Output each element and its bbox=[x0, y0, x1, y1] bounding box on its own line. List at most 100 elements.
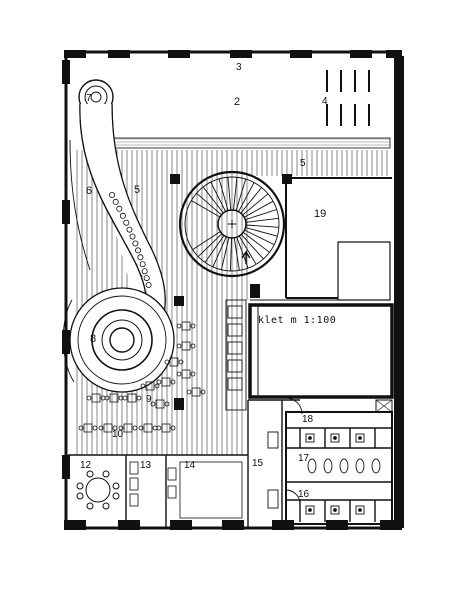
table bbox=[91, 393, 101, 403]
seat bbox=[119, 212, 126, 219]
seat bbox=[123, 219, 130, 226]
table bbox=[155, 399, 165, 409]
label-14: 14 bbox=[184, 460, 196, 471]
stair-tread bbox=[233, 237, 240, 271]
seat bbox=[126, 226, 133, 233]
chair bbox=[186, 389, 192, 395]
label-19: 19 bbox=[314, 208, 326, 220]
seat bbox=[137, 254, 144, 261]
chair bbox=[118, 425, 124, 431]
room-19-walls bbox=[285, 177, 392, 301]
stair-tread bbox=[191, 200, 221, 218]
stair-tread bbox=[242, 193, 269, 216]
stair-tread bbox=[241, 234, 264, 260]
chair bbox=[122, 395, 128, 401]
stair-tread bbox=[212, 236, 227, 268]
label-7: 7 bbox=[86, 93, 92, 104]
chair bbox=[176, 343, 182, 349]
chair bbox=[104, 395, 110, 401]
stair-tread bbox=[192, 231, 221, 250]
column-markers bbox=[170, 174, 292, 410]
stair-tread bbox=[245, 224, 279, 228]
storage-stalls bbox=[326, 70, 370, 126]
chair bbox=[156, 379, 162, 385]
chair bbox=[190, 323, 196, 329]
table bbox=[191, 387, 201, 397]
chair bbox=[136, 395, 142, 401]
chair bbox=[156, 425, 162, 431]
round-table-room-12 bbox=[76, 470, 120, 510]
chair bbox=[164, 401, 170, 407]
stair-tread bbox=[240, 187, 262, 214]
stair-tread bbox=[238, 182, 255, 212]
label-5b: 5 bbox=[134, 184, 140, 196]
label-5a: 5 bbox=[300, 158, 306, 169]
chair bbox=[112, 425, 118, 431]
chair bbox=[176, 323, 182, 329]
chair bbox=[150, 401, 156, 407]
chair bbox=[170, 425, 176, 431]
seat bbox=[145, 281, 152, 288]
table-groups bbox=[78, 321, 206, 433]
chair bbox=[140, 383, 146, 389]
table bbox=[181, 369, 191, 379]
central-room bbox=[248, 299, 394, 399]
label-12: 12 bbox=[80, 460, 92, 471]
chair bbox=[138, 425, 144, 431]
bottom-rooms bbox=[68, 399, 300, 528]
chair bbox=[98, 425, 104, 431]
chair bbox=[86, 395, 92, 401]
stair-tread bbox=[245, 217, 279, 223]
chair bbox=[164, 359, 170, 365]
seat bbox=[141, 268, 148, 275]
stair-tread bbox=[242, 232, 270, 253]
chair bbox=[178, 359, 184, 365]
seat bbox=[132, 240, 139, 247]
chair bbox=[78, 425, 84, 431]
seat bbox=[139, 261, 146, 268]
stair-tread bbox=[229, 237, 232, 272]
room-labels: 3 2 4 7 5 5 6 19 8 9 10 12 13 14 15 16 1… bbox=[80, 62, 336, 500]
seat bbox=[134, 247, 141, 254]
table bbox=[127, 393, 137, 403]
bar-counter bbox=[225, 299, 247, 411]
stair-tread bbox=[202, 186, 224, 214]
chair bbox=[176, 371, 182, 377]
chair bbox=[154, 383, 160, 389]
table bbox=[145, 381, 155, 391]
stair-tread bbox=[210, 181, 227, 212]
table bbox=[161, 423, 171, 433]
seat bbox=[129, 233, 136, 240]
label-17: 17 bbox=[298, 453, 310, 464]
label-2: 2 bbox=[234, 96, 240, 108]
stair-tread bbox=[227, 177, 232, 211]
label-8: 8 bbox=[90, 333, 96, 345]
table bbox=[161, 377, 171, 387]
ramp-seating bbox=[109, 191, 152, 288]
label-3: 3 bbox=[236, 62, 242, 73]
toilet-block bbox=[285, 399, 393, 525]
chair bbox=[190, 371, 196, 377]
table bbox=[83, 423, 93, 433]
stair-tread bbox=[196, 192, 222, 216]
stair-tread bbox=[245, 209, 277, 221]
room-13-benches bbox=[129, 461, 177, 507]
stair-tread bbox=[245, 227, 278, 237]
table bbox=[143, 423, 153, 433]
stair-tread bbox=[204, 235, 225, 263]
label-4: 4 bbox=[322, 96, 328, 107]
seat bbox=[116, 205, 123, 212]
table bbox=[123, 423, 133, 433]
label-18: 18 bbox=[302, 414, 314, 425]
seat bbox=[109, 191, 116, 198]
stair-tread bbox=[218, 178, 229, 211]
stair-tread bbox=[244, 229, 275, 246]
chair bbox=[92, 425, 98, 431]
chair bbox=[132, 425, 138, 431]
seat bbox=[112, 198, 119, 205]
stair-tread bbox=[197, 233, 223, 257]
spiral-staircase bbox=[178, 170, 286, 278]
label-16: 16 bbox=[298, 489, 310, 500]
toilet-fixtures bbox=[267, 397, 381, 515]
